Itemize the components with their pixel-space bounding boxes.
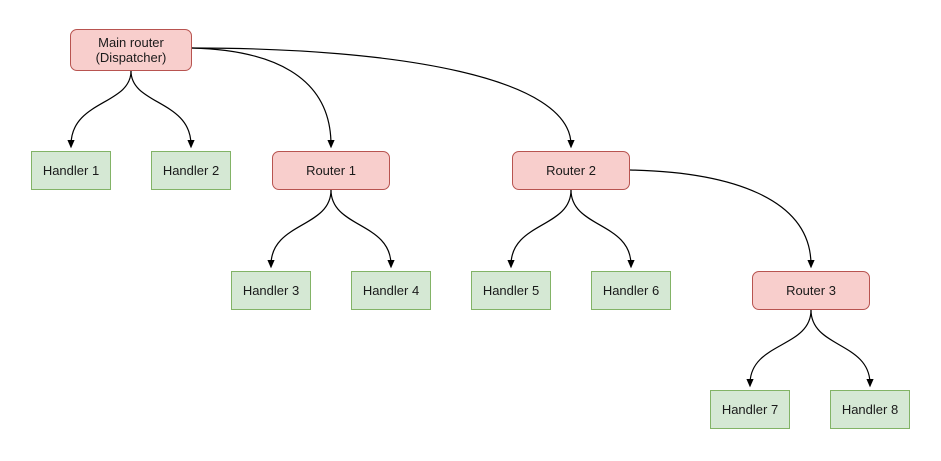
node-label-handler-5: Handler 5 <box>482 283 540 298</box>
edge-router-1-to-handler-3 <box>267 189 332 269</box>
node-label-handler-7: Handler 7 <box>721 402 779 417</box>
node-router-1[interactable]: Router 1 <box>272 151 390 190</box>
node-label-handler-3: Handler 3 <box>242 283 300 298</box>
node-label-handler-4: Handler 4 <box>362 283 420 298</box>
edges-group <box>67 47 874 388</box>
node-handler-1[interactable]: Handler 1 <box>31 151 111 190</box>
node-handler-6[interactable]: Handler 6 <box>591 271 671 310</box>
edge-main-to-router-2 <box>191 47 575 149</box>
node-label-handler-1: Handler 1 <box>42 163 100 178</box>
node-label-router-3: Router 3 <box>786 283 836 298</box>
edge-main-to-handler-2 <box>130 70 195 149</box>
edge-router-3-to-handler-7 <box>746 309 812 388</box>
node-handler-7[interactable]: Handler 7 <box>710 390 790 429</box>
edge-router-2-to-router-3 <box>629 169 815 269</box>
edge-main-to-router-1 <box>191 47 335 149</box>
node-label-handler-2: Handler 2 <box>162 163 220 178</box>
node-main-router[interactable]: Main router (Dispatcher) <box>70 29 192 71</box>
node-handler-3[interactable]: Handler 3 <box>231 271 311 310</box>
edge-router-3-to-handler-8 <box>810 309 874 388</box>
node-handler-8[interactable]: Handler 8 <box>830 390 910 429</box>
node-label-handler-8: Handler 8 <box>841 402 899 417</box>
node-router-2[interactable]: Router 2 <box>512 151 630 190</box>
node-label-handler-6: Handler 6 <box>602 283 660 298</box>
edge-router-2-to-handler-5 <box>507 189 572 269</box>
node-label-router-1: Router 1 <box>306 163 356 178</box>
node-router-3[interactable]: Router 3 <box>752 271 870 310</box>
edge-main-to-handler-1 <box>67 70 132 149</box>
edge-router-1-to-handler-4 <box>330 189 395 269</box>
node-label-router-2: Router 2 <box>546 163 596 178</box>
node-handler-4[interactable]: Handler 4 <box>351 271 431 310</box>
node-label-main-router: Main router (Dispatcher) <box>95 35 167 65</box>
node-handler-2[interactable]: Handler 2 <box>151 151 231 190</box>
edge-router-2-to-handler-6 <box>570 189 635 269</box>
node-handler-5[interactable]: Handler 5 <box>471 271 551 310</box>
